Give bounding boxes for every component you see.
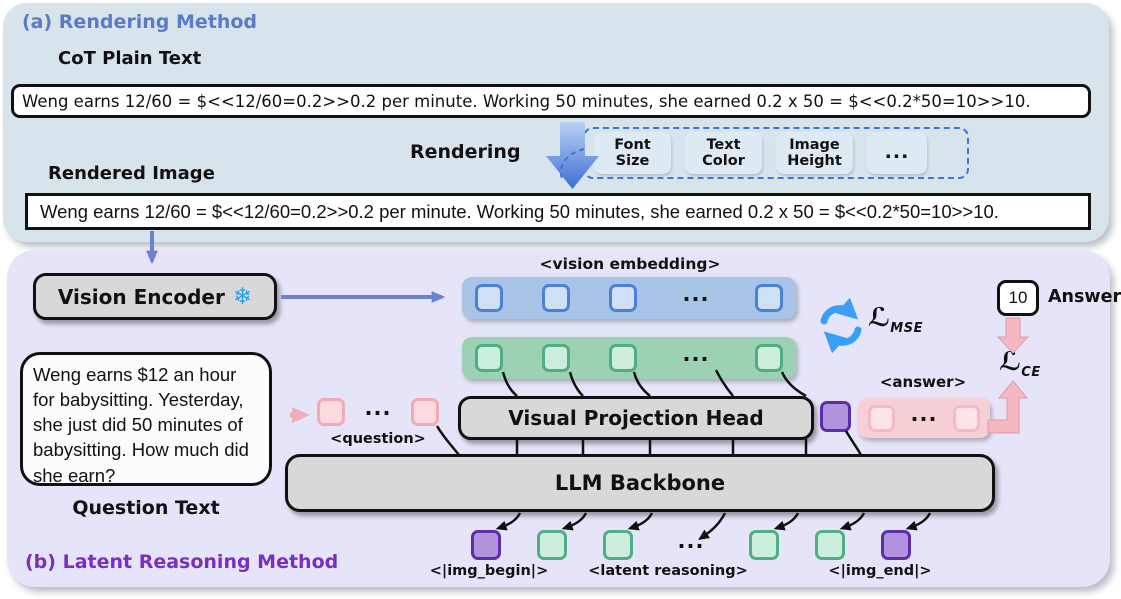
latent-embedding-bar: ... — [462, 337, 796, 379]
render-params-box: Font Size Text Color Image Height ... — [583, 127, 969, 179]
rendered-text: Weng earns 12/60 = $<<12/60=0.2>>0.2 per… — [40, 200, 999, 222]
latent-token — [815, 530, 845, 560]
latent-reasoning-tag: <latent reasoning> — [588, 563, 748, 579]
rendered-image-box: Weng earns 12/60 = $<<12/60=0.2>>0.2 per… — [25, 193, 1091, 230]
answer-token — [868, 404, 895, 432]
img-token — [820, 401, 851, 432]
question-text-box: Weng earns $12 an hour for babysitting. … — [20, 352, 272, 486]
panel-b-title: (b) Latent Reasoning Method — [25, 551, 339, 573]
param-font-size: Font Size — [594, 132, 671, 174]
vision-token — [755, 284, 783, 312]
latent-token — [749, 530, 779, 560]
ellipsis: ... — [910, 401, 938, 426]
question-token — [411, 398, 439, 426]
img-begin-tag: <|img_begin|> — [429, 563, 549, 579]
param-text-color: Text Color — [685, 132, 762, 174]
latent-token — [603, 530, 633, 560]
ellipsis: ... — [677, 528, 705, 553]
question-token-row: ... — [317, 395, 439, 426]
ellipsis: ... — [364, 395, 392, 420]
vision-token — [542, 284, 570, 312]
vision-embedding-tag: <vision embedding> — [539, 255, 721, 273]
answer-token-bar: ... — [858, 398, 990, 438]
ce-loss-label: ℒCE — [999, 347, 1041, 381]
cot-text-box: Weng earns 12/60 = $<<12/60=0.2>>0.2 per… — [11, 84, 1091, 118]
output-token-row: ... — [471, 530, 911, 560]
latent-token — [609, 344, 637, 372]
img-end-tag: <|img_end|> — [828, 563, 932, 579]
answer-caption: Answer — [1048, 287, 1121, 307]
latent-token — [537, 530, 567, 560]
rendered-image-label: Rendered Image — [48, 163, 215, 184]
img-begin-token — [471, 530, 501, 560]
img-end-token — [881, 530, 911, 560]
vision-embedding-bar: ... — [462, 277, 796, 319]
snowflake-frozen-icon: ❄ — [232, 283, 253, 310]
rendering-label: Rendering — [410, 141, 521, 163]
question-token — [317, 398, 345, 426]
vision-encoder-label: Vision Encoder — [57, 284, 225, 309]
vision-encoder-box: Vision Encoder ❄ — [33, 273, 277, 320]
llm-backbone-box: LLM Backbone — [285, 454, 995, 512]
panel-a-title: (a) Rendering Method — [22, 11, 258, 33]
latent-token — [475, 344, 503, 372]
latent-token — [755, 344, 783, 372]
vision-token — [475, 284, 503, 312]
answer-value-box: 10 — [997, 280, 1039, 316]
param-ellipsis: ... — [867, 132, 927, 174]
ellipsis: ... — [682, 341, 710, 366]
mse-loss-label: ℒMSE — [868, 303, 923, 337]
answer-tag: <answer> — [879, 373, 967, 391]
vision-token — [609, 284, 637, 312]
ellipsis: ... — [682, 281, 710, 306]
param-image-height: Image Height — [776, 132, 853, 174]
cot-plain-text-label: CoT Plain Text — [58, 48, 202, 69]
question-tag: <question> — [330, 431, 426, 447]
cot-text: Weng earns 12/60 = $<<12/60=0.2>>0.2 per… — [22, 91, 1031, 111]
question-text-caption: Question Text — [72, 497, 220, 519]
answer-token — [953, 404, 980, 432]
latent-token — [542, 344, 570, 372]
visual-projection-head-box: Visual Projection Head — [458, 396, 814, 440]
